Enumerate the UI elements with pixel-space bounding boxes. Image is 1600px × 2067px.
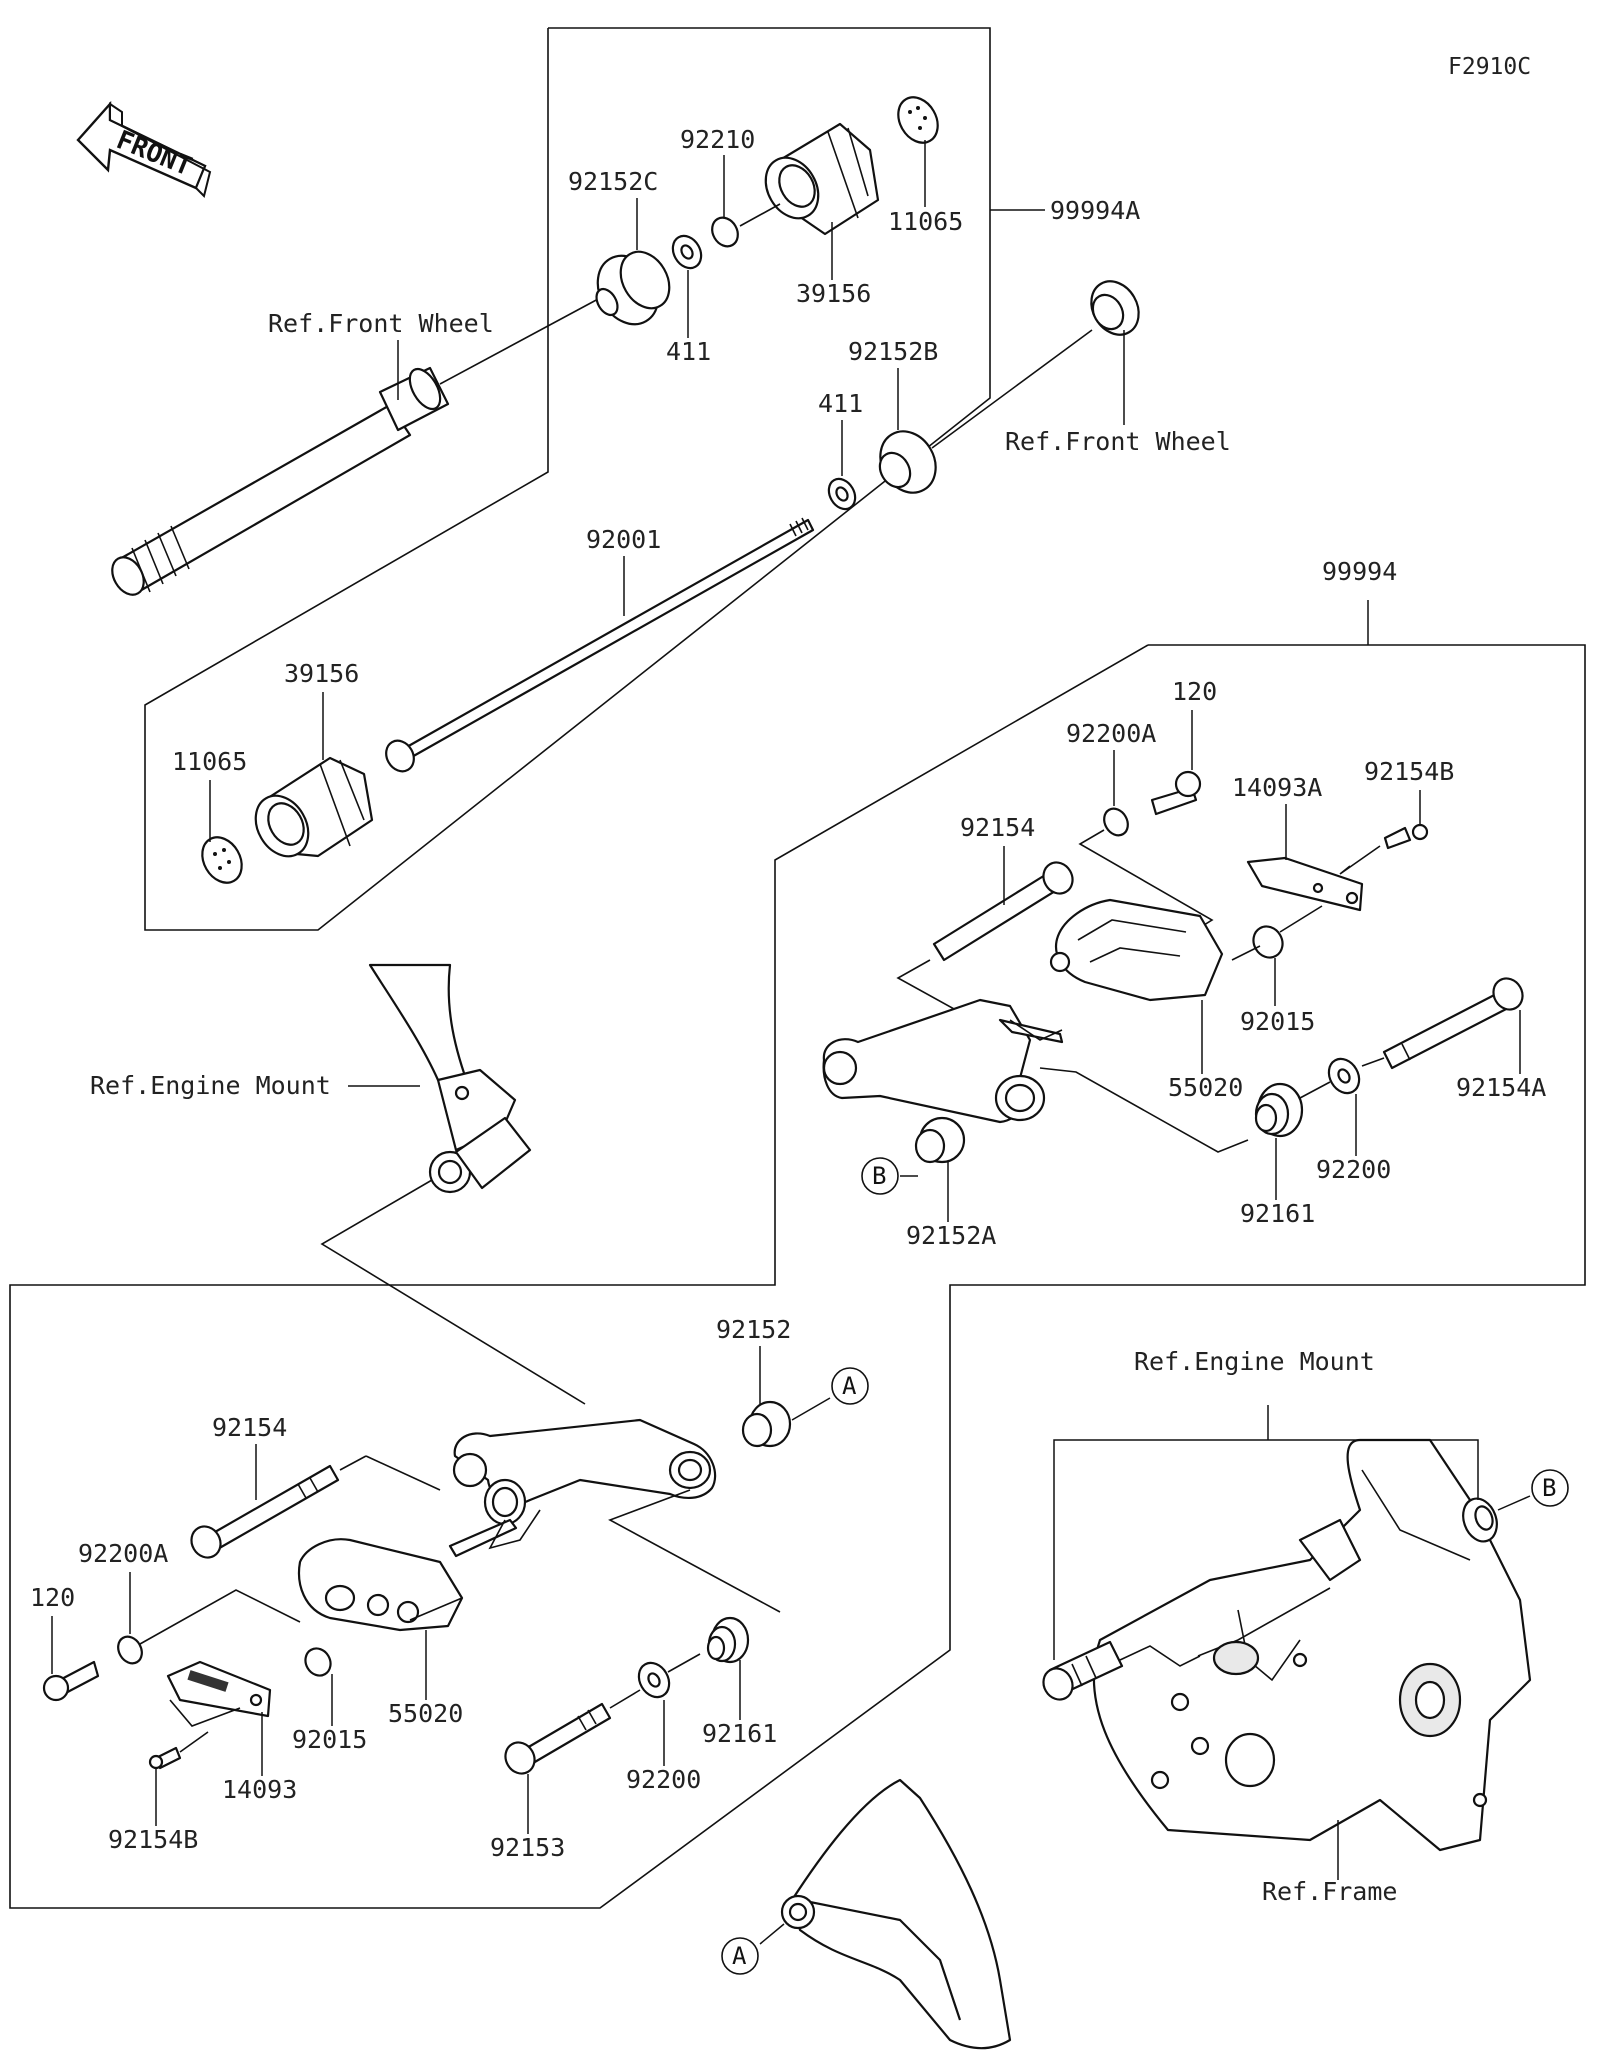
engine-mount-nut-right: [1462, 1497, 1498, 1543]
nut-92210: [711, 216, 739, 248]
label-99994a: 99994A: [1050, 196, 1140, 225]
washer-92200a-left: [117, 1635, 143, 1665]
label-92015-left: 92015: [292, 1725, 367, 1754]
label-92200-right: 92200: [1316, 1155, 1391, 1184]
spacer-92015-right: [1252, 925, 1284, 959]
figure-code: F2910C: [1448, 54, 1531, 80]
label-92154b-right: 92154B: [1364, 757, 1454, 786]
slider-55020-right: [1049, 898, 1224, 1002]
label-120-right: 120: [1172, 677, 1217, 706]
label-11065-left: 11065: [172, 747, 247, 776]
screw-92154b-right: [1383, 826, 1412, 850]
label-92200a-left: 92200A: [78, 1539, 168, 1568]
svg-text:B: B: [872, 1162, 886, 1190]
rod-92001: [403, 518, 815, 760]
bush-92161-left: [706, 1616, 750, 1664]
label-92161-left: 92161: [702, 1719, 777, 1748]
label-11065-top: 11065: [888, 207, 963, 236]
label-92210: 92210: [680, 125, 755, 154]
ref-front-wheel-left: Ref.Front Wheel: [268, 309, 494, 338]
svg-text:A: A: [732, 1942, 747, 1970]
collar-92152: [741, 1400, 792, 1448]
front-label: FRONT: [112, 125, 196, 182]
svg-text:B: B: [1542, 1474, 1556, 1502]
label-92154a: 92154A: [1456, 1073, 1546, 1102]
label-92152a: 92152A: [906, 1221, 996, 1250]
label-92001: 92001: [586, 525, 661, 554]
label-92152: 92152: [716, 1315, 791, 1344]
label-39156-top: 39156: [796, 279, 871, 308]
front-axle: [111, 366, 450, 596]
marker-b-right: [1531, 1469, 1569, 1507]
rod-nut: [385, 739, 415, 773]
bolt-92154-right: [932, 861, 1074, 962]
label-92153: 92153: [490, 1833, 565, 1862]
ref-front-wheel-right: Ref.Front Wheel: [1005, 427, 1231, 456]
bolt-92154a: [1382, 977, 1524, 1070]
engine-mount-bracket-left: [368, 963, 532, 1194]
label-55020-right: 55020: [1168, 1073, 1243, 1102]
front-arrow-icon: FRONT: [76, 100, 212, 198]
cap-11065-left: [201, 836, 243, 884]
label-411-top: 411: [666, 337, 711, 366]
bolt-92153: [504, 1702, 612, 1775]
cap-11065-top: [897, 96, 939, 144]
bolt-92154-left: [190, 1464, 340, 1559]
ref-frame: Ref.Frame: [1262, 1877, 1397, 1906]
collar-92152c: [595, 250, 671, 326]
label-92152c: 92152C: [568, 167, 658, 196]
arm-bracket-right: [822, 998, 1064, 1124]
marker-a-bottom: [721, 1937, 759, 1975]
label-92200a-right: 92200A: [1066, 719, 1156, 748]
svg-text:A: A: [842, 1372, 857, 1400]
front-wheel-spacer-right: [1090, 280, 1140, 336]
group-frame-99994a: [144, 27, 991, 931]
label-92161-right: 92161: [1240, 1199, 1315, 1228]
group-frame-99994: [9, 644, 1586, 1909]
label-14093a: 14093A: [1232, 773, 1322, 802]
label-92154-right: 92154: [960, 813, 1035, 842]
slider-39156-left: [254, 756, 374, 858]
ref-engine-mount-right: Ref.Engine Mount: [1134, 1347, 1375, 1376]
label-99994: 99994: [1322, 557, 1397, 586]
bush-92161-right: [1254, 1082, 1304, 1138]
collar-92152b: [878, 430, 937, 494]
marker-b-top: [861, 1157, 899, 1195]
bolt-120-left: [42, 1660, 100, 1702]
label-92154-left: 92154: [212, 1413, 287, 1442]
spacer-92015-left: [304, 1647, 332, 1677]
arm-bracket-left: [448, 1418, 717, 1558]
label-92154b-left: 92154B: [108, 1825, 198, 1854]
label-92015-right: 92015: [1240, 1007, 1315, 1036]
label-14093: 14093: [222, 1775, 297, 1804]
label-92200-left: 92200: [626, 1765, 701, 1794]
marker-a-top: [831, 1367, 869, 1405]
slider-55020-left: [298, 1538, 464, 1632]
lower-engine-bracket: [780, 1778, 1012, 2050]
plate-14093a: [1246, 856, 1364, 912]
label-411-mid: 411: [818, 389, 863, 418]
collar-92152a: [914, 1116, 966, 1164]
label-92152b: 92152B: [848, 337, 938, 366]
plate-14093: [166, 1660, 272, 1718]
ref-engine-mount-left: Ref.Engine Mount: [90, 1071, 331, 1100]
engine-mount-bolt-right: [1042, 1640, 1124, 1701]
label-55020-left: 55020: [388, 1699, 463, 1728]
slider-39156-top: [764, 122, 880, 236]
label-39156-left: 39156: [284, 659, 359, 688]
bolt-120-right: [1150, 770, 1202, 816]
frame-assembly: [1092, 1438, 1532, 1852]
washer-92200a-right: [1103, 807, 1129, 837]
label-120-left: 120: [30, 1583, 75, 1612]
